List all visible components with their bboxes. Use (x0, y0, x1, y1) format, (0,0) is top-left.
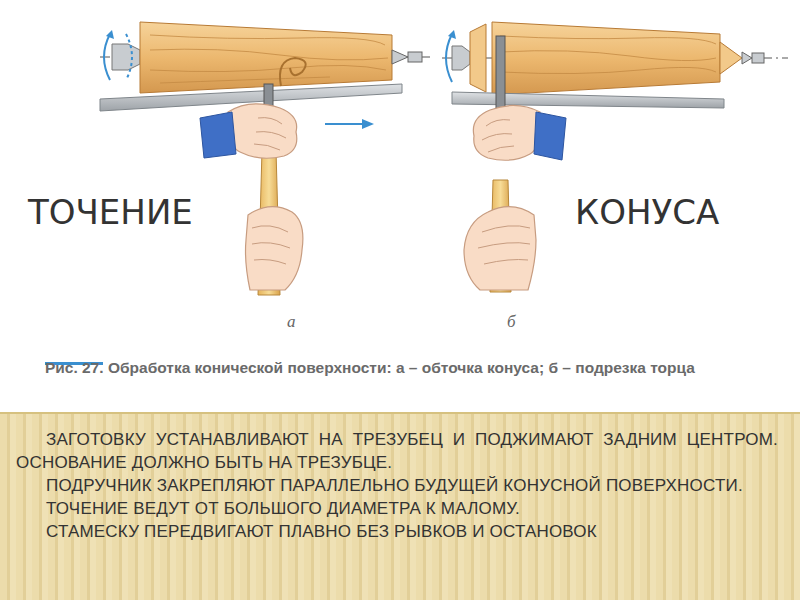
heading-word: КОНУСА (575, 192, 719, 232)
tool-rest (452, 92, 724, 108)
upper-hand (473, 105, 566, 160)
lower-hand (464, 207, 536, 290)
figure-letter: а (287, 312, 296, 332)
text-band: ЗАГОТОВКУ УСТАНАВЛИВАЮТ НА ТРЕЗУБЕЦ И ПО… (0, 412, 800, 600)
figure-letter: б (507, 312, 516, 332)
figure-caption: Рис. 27. Обработка конической поверхност… (45, 358, 765, 378)
cone-blank (492, 22, 720, 95)
tail-center (392, 50, 422, 64)
wood-grain (500, 36, 716, 74)
cone-blank (140, 22, 392, 93)
instruction-text: ПОДРУЧНИК ЗАКРЕПЛЯЮТ ПАРАЛЛЕЛЬНО БУДУЩЕЙ… (16, 474, 778, 497)
end-cut-piece (470, 24, 486, 92)
lower-hand (246, 207, 303, 290)
heading-word: ТОЧЕНИЕ (28, 192, 193, 232)
spur-center (446, 30, 470, 82)
wood-shaving (280, 58, 306, 86)
upper-hand (200, 104, 297, 158)
instruction-text: СТАМЕСКУ ПЕРЕДВИГАЮТ ПЛАВНО БЕЗ РЫВКОВ И… (16, 520, 778, 543)
wood-grain (150, 35, 388, 83)
tail-center (742, 52, 764, 64)
feed-arrow (325, 119, 374, 129)
small-cone (720, 42, 742, 74)
instruction-text: ЗАГОТОВКУ УСТАНАВЛИВАЮТ НА ТРЕЗУБЕЦ И ПО… (16, 428, 778, 474)
instruction-text: ТОЧЕНИЕ ВЕДУТ ОТ БОЛЬШОГО ДИАМЕТРА К МАЛ… (16, 497, 778, 520)
spur-center (104, 30, 140, 80)
